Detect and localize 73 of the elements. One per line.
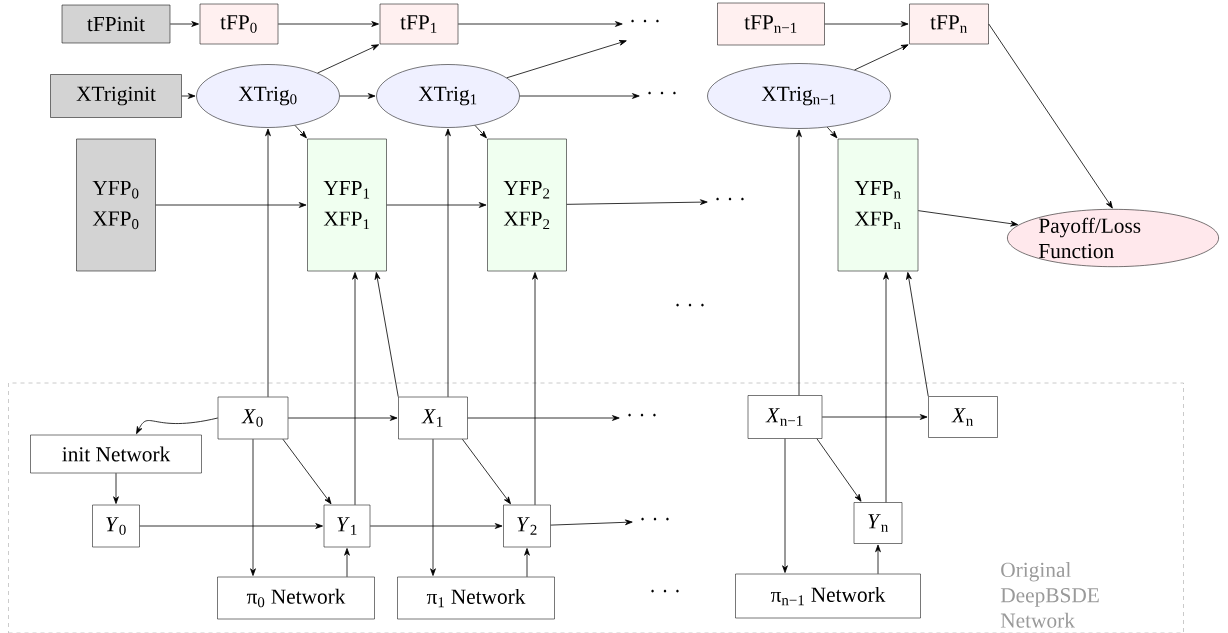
state-box: tFP$_{n}$	[909, 3, 989, 45]
arrow	[467, 415, 620, 421]
arrow	[339, 93, 376, 99]
state-box: tFP$_{n−1}$	[717, 2, 825, 46]
input-box: XTriginit	[50, 74, 182, 118]
network-box: Y$_{2}$	[503, 504, 551, 548]
arrow	[344, 548, 350, 578]
network-box: X$_{n}$	[928, 396, 998, 438]
ellipsis: · · ·	[641, 517, 669, 521]
arrow	[796, 129, 802, 396]
arrow	[474, 125, 487, 139]
arrow	[519, 93, 640, 99]
arrow	[445, 128, 451, 398]
arrow	[506, 40, 627, 79]
arrow	[369, 523, 503, 529]
arrow	[917, 210, 1019, 227]
arrow	[883, 272, 889, 503]
arrow	[287, 415, 398, 421]
ellipsis: · · ·	[628, 413, 656, 417]
arrow	[294, 125, 307, 139]
ellipsis: · · ·	[716, 197, 744, 201]
arrow	[462, 438, 511, 505]
network-box: init Network	[30, 434, 202, 474]
network-box: Y$_{1}$	[323, 504, 371, 548]
ellipsis: · · ·	[676, 303, 704, 307]
network-box: π$_{n−1}$ Network	[735, 573, 921, 619]
arrow	[906, 272, 929, 397]
ellipsis: · · ·	[648, 91, 676, 95]
input-box: tFPinit	[61, 4, 171, 44]
arrow	[181, 93, 196, 99]
process-box: YFP$_{2}$ XFP$_{2}$	[487, 138, 567, 272]
arrow	[277, 21, 379, 27]
arrow	[566, 199, 708, 205]
arrow	[265, 128, 271, 398]
arrow	[532, 272, 538, 506]
arrow	[550, 519, 633, 526]
network-box: Y$_{0}$	[92, 504, 140, 548]
input-box: YFP$_{0}$ XFP$_{0}$	[76, 138, 156, 272]
process-box: YFP$_{n}$ XFP$_{n}$	[837, 138, 919, 272]
arrow	[821, 414, 928, 420]
ellipsis: · · ·	[631, 19, 659, 23]
arrow	[250, 438, 256, 576]
arrow	[169, 21, 199, 27]
arrow	[816, 438, 862, 502]
network-box: π$_{1}$ Network	[397, 576, 555, 620]
network-box: X$_{0}$	[217, 396, 289, 440]
arrow	[386, 202, 487, 208]
arrow	[155, 202, 307, 208]
arrow	[282, 438, 332, 505]
arrow	[136, 417, 219, 435]
arrow	[430, 438, 436, 576]
state-box: tFP$_{1}$	[379, 3, 459, 45]
process-box: YFP$_{1}$ XFP$_{1}$	[307, 138, 387, 272]
arrow	[524, 548, 530, 578]
arrow	[457, 21, 623, 27]
arrow	[854, 44, 909, 71]
network-box: π$_{0}$ Network	[217, 576, 375, 620]
frame-label: Original DeepBSDE Network	[1000, 562, 1099, 628]
arrow	[352, 272, 358, 506]
network-box: X$_{1}$	[398, 396, 468, 440]
arrow	[875, 544, 881, 575]
arrow	[782, 438, 788, 573]
arrow	[113, 472, 119, 504]
network-box: Y$_{n}$	[853, 502, 903, 544]
state-box: tFP$_{0}$	[199, 3, 279, 45]
arrow	[374, 272, 399, 398]
arrow	[824, 21, 909, 27]
ellipsis: · · ·	[651, 589, 679, 593]
network-box: X$_{n−1}$	[747, 395, 823, 439]
arrow	[139, 523, 323, 529]
arrow	[317, 44, 380, 74]
arrow	[988, 23, 1113, 209]
arrow	[826, 126, 838, 139]
